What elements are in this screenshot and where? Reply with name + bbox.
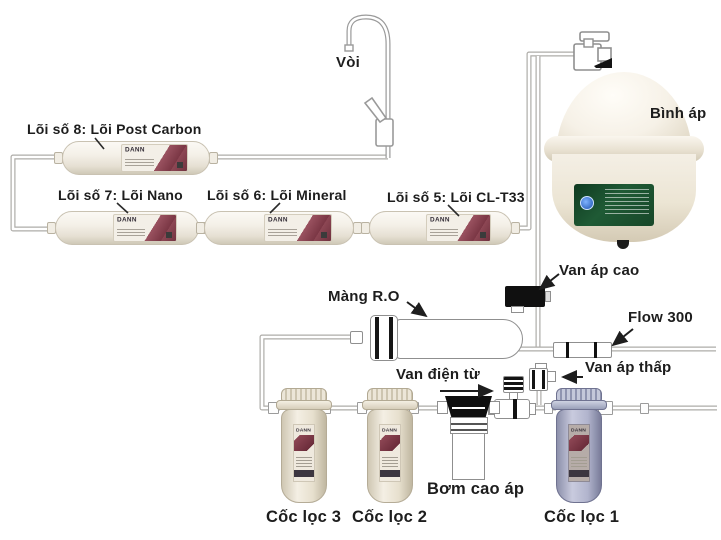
cartridge-label: DANN	[426, 214, 491, 242]
brand-text: DANN	[268, 216, 288, 224]
label-footer	[380, 470, 400, 477]
membrane-cap	[370, 315, 398, 361]
qr-icon	[320, 232, 327, 238]
inline-filter-8: DANN	[54, 141, 218, 175]
lp-valve-stripe	[542, 370, 545, 389]
label-text-lines	[125, 159, 155, 167]
brand-text: DANN	[382, 427, 398, 433]
tank-bottom-valve	[617, 240, 629, 249]
pump-head-line	[452, 407, 485, 409]
qr-icon	[166, 232, 173, 238]
faucet-icon	[344, 14, 394, 158]
label-flow: Flow 300	[628, 309, 693, 326]
label-text-lines	[430, 229, 459, 237]
pump-port	[489, 401, 500, 414]
lp-valve-arm	[547, 371, 556, 382]
housing-body: DANN	[367, 409, 413, 503]
membrane-cap-stripe	[389, 317, 393, 359]
pump-port	[437, 401, 448, 414]
membrane-body	[396, 319, 523, 359]
label-housing3: Cốc lọc 3	[266, 508, 342, 526]
housing-body: DANN	[281, 409, 327, 503]
tank-label-text-lines	[605, 189, 649, 215]
housing-body: DANN	[556, 409, 602, 503]
filter-housing-3: DANN	[276, 388, 332, 508]
filter-housing-1: DANN	[551, 388, 607, 508]
label-footer	[569, 470, 589, 477]
inline-filter-5: DANN	[361, 211, 520, 245]
label-faucet: Vòi	[336, 54, 360, 71]
label-pump: Bơm cao áp	[427, 480, 525, 498]
flow-tick	[594, 342, 597, 358]
label-filter7: Lõi số 7: Lõi Nano	[58, 187, 183, 203]
filter-housing-2: DANN	[362, 388, 418, 508]
flow-tick	[566, 342, 569, 358]
label-solenoid: Van điện từ	[396, 366, 480, 383]
inline-filter-7: DANN	[47, 211, 207, 245]
label-text-lines	[571, 457, 587, 467]
tank-label	[574, 184, 654, 226]
cartridge-fitting	[511, 222, 520, 234]
valve-tab	[545, 291, 551, 302]
valve-foot	[511, 306, 524, 313]
brand-text: DANN	[571, 427, 587, 433]
qr-icon	[479, 232, 486, 238]
label-low-pressure: Van áp thấp	[585, 359, 672, 376]
brand-text: DANN	[296, 427, 312, 433]
cartridge-fitting	[209, 152, 218, 164]
brand-text: DANN	[125, 146, 145, 154]
label-filter6: Lõi số 6: Lõi Mineral	[207, 187, 347, 203]
pump-clamp-line	[451, 423, 487, 425]
label-band	[294, 435, 314, 451]
solenoid-stripe	[513, 399, 517, 419]
label-housing2: Cốc lọc 2	[352, 508, 428, 526]
pump-body	[452, 433, 485, 480]
label-footer	[294, 470, 314, 477]
inline-filter-6: DANN	[196, 211, 362, 245]
tank-logo-icon	[580, 196, 594, 210]
label-tank: Bình áp	[650, 105, 707, 122]
faucet-handle-icon	[363, 96, 394, 147]
high-pressure-valve-body	[505, 286, 545, 307]
label-membrane: Màng R.O	[328, 288, 400, 305]
brand-text: DANN	[116, 216, 137, 224]
housing-label: DANN	[293, 424, 315, 482]
solenoid-coil	[503, 376, 524, 393]
pipe-fitting	[640, 403, 649, 414]
pump-clamp-line	[451, 429, 487, 431]
label-housing1: Cốc lọc 1	[544, 508, 620, 526]
membrane-inlet-fitting	[350, 331, 363, 344]
label-high-pressure: Van áp cao	[559, 262, 640, 279]
pump-clamp	[450, 417, 488, 434]
label-filter8: Lõi số 8: Lõi Post Carbon	[27, 121, 202, 137]
housing-label: DANN	[379, 424, 401, 482]
label-text-lines	[296, 457, 312, 467]
label-band	[569, 435, 589, 451]
cartridge-label: DANN	[112, 214, 178, 242]
label-filter5: Lõi số 5: Lõi CL-T33	[387, 189, 525, 205]
flow-restrictor-body	[553, 342, 612, 358]
label-text-lines	[116, 229, 145, 237]
label-text-lines	[268, 229, 298, 237]
lp-valve-stripe	[532, 370, 535, 389]
cartridge-label: DANN	[121, 144, 188, 172]
qr-icon	[176, 162, 183, 168]
tank-valve-icon	[573, 31, 612, 71]
brand-text: DANN	[430, 216, 450, 224]
cartridge-label: DANN	[264, 214, 332, 242]
housing-label: DANN	[568, 424, 590, 482]
membrane-cap-stripe	[375, 317, 379, 359]
label-text-lines	[382, 457, 398, 467]
label-band	[380, 435, 400, 451]
